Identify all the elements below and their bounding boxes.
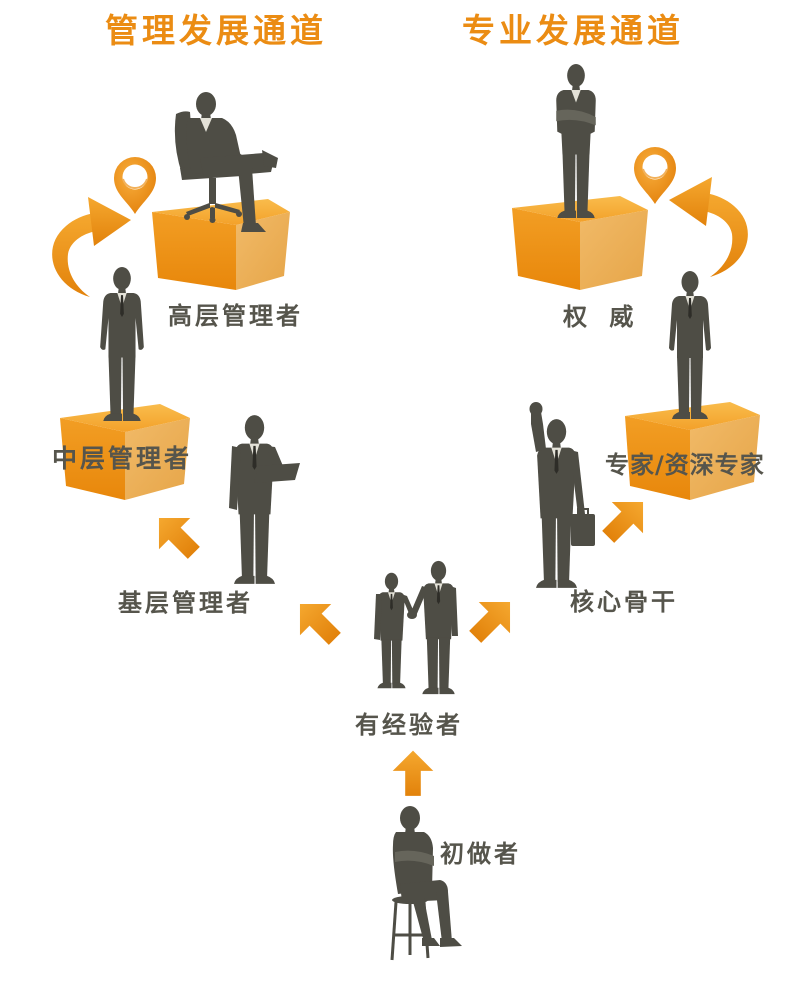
head xyxy=(196,92,216,116)
chair-wheel xyxy=(236,211,242,217)
pedestal-left-face xyxy=(60,418,125,500)
seated-executive-silhouette xyxy=(174,92,278,232)
office-chair-base xyxy=(186,202,240,218)
front-shin xyxy=(436,892,452,942)
curved-arrow-body xyxy=(704,193,748,277)
curved-arrow-icon xyxy=(52,197,131,297)
expert-pedestal xyxy=(625,402,760,500)
pin-hole xyxy=(122,164,148,190)
head xyxy=(400,806,420,830)
lower-leg xyxy=(238,168,256,228)
junior-manager-label: 基层管理者 xyxy=(118,589,253,617)
curved-arrow-head xyxy=(669,177,712,226)
management-track-title: 管理发展通道 xyxy=(105,11,327,50)
pedestal-left-face xyxy=(625,416,690,500)
curved-arrow-icon xyxy=(669,177,748,277)
front-shoe xyxy=(440,938,462,947)
block-arrow-icon xyxy=(284,588,351,655)
pin-hole xyxy=(642,154,668,180)
curved-arrow-head xyxy=(88,197,131,246)
location-pin-icon xyxy=(114,157,156,214)
pedestal-right-face xyxy=(125,418,190,500)
thigh xyxy=(400,880,448,902)
experienced-label: 有经验者 xyxy=(355,711,463,739)
chair-wheel xyxy=(209,217,216,223)
thighs xyxy=(200,153,274,178)
expert-label: 专家/资深专家 xyxy=(605,451,765,479)
clasped-hands xyxy=(407,611,417,619)
chair-wheel xyxy=(184,214,190,220)
stool-leg xyxy=(390,901,398,961)
experienced-handshake-silhouette xyxy=(374,560,458,695)
woman-figure xyxy=(377,572,406,689)
back-shin xyxy=(412,898,432,942)
curved-arrow-body xyxy=(52,213,96,297)
pin-hole-shade xyxy=(642,168,668,179)
shoe xyxy=(241,223,266,232)
middle-manager-silhouette xyxy=(100,267,144,421)
raised-arm xyxy=(531,411,546,452)
man-handshake-arm xyxy=(410,586,428,616)
junior-manager-with-clipboard-silhouette xyxy=(229,415,300,584)
figure-body xyxy=(233,415,276,584)
core-staff-label: 核心骨干 xyxy=(570,588,678,616)
man-figure xyxy=(422,560,455,695)
expert-silhouette xyxy=(669,271,711,419)
pedestal-right-face xyxy=(690,415,760,500)
pedestal-left-face xyxy=(512,208,580,290)
professional-track-title: 专业发展通道 xyxy=(462,11,684,50)
pedestal-right-face xyxy=(580,210,648,290)
woman-handshake-arm xyxy=(401,594,414,616)
crossed-arms xyxy=(395,850,434,866)
hanging-arm xyxy=(570,450,585,515)
office-chair-stem xyxy=(209,178,216,204)
block-arrow-icon xyxy=(143,502,210,569)
beginner-label: 初做者 xyxy=(440,840,521,868)
location-pin-icon xyxy=(634,146,677,204)
shirt-collar xyxy=(200,118,212,132)
woman-hanging-arm xyxy=(374,594,382,640)
beginner-on-stool-silhouette xyxy=(390,806,462,961)
pedestal-top-face xyxy=(152,199,290,225)
authority-pedestal xyxy=(512,196,648,290)
senior-manager-label: 高层管理者 xyxy=(168,302,303,330)
briefcase-handle xyxy=(577,508,589,514)
fist xyxy=(529,402,543,416)
block-arrow-icon xyxy=(592,486,659,553)
hanging-arm xyxy=(229,446,241,510)
briefcase xyxy=(571,514,595,546)
torso xyxy=(392,832,433,894)
pin-hole-shade xyxy=(122,178,148,189)
authority-label: 权 威 xyxy=(563,303,641,331)
block-arrow-icon xyxy=(459,586,526,653)
clipboard xyxy=(254,463,300,483)
authority-figure-silhouette xyxy=(556,64,596,218)
middle-manager-label: 中层管理者 xyxy=(52,444,193,473)
block-arrow-icon xyxy=(392,750,434,796)
crossed-foot xyxy=(262,150,278,168)
senior-manager-pedestal xyxy=(152,199,290,290)
pedestal-left-face xyxy=(152,212,236,290)
core-staff-raised-fist-silhouette xyxy=(529,402,595,588)
man-hanging-arm xyxy=(450,586,458,636)
back-shoe xyxy=(422,938,440,946)
